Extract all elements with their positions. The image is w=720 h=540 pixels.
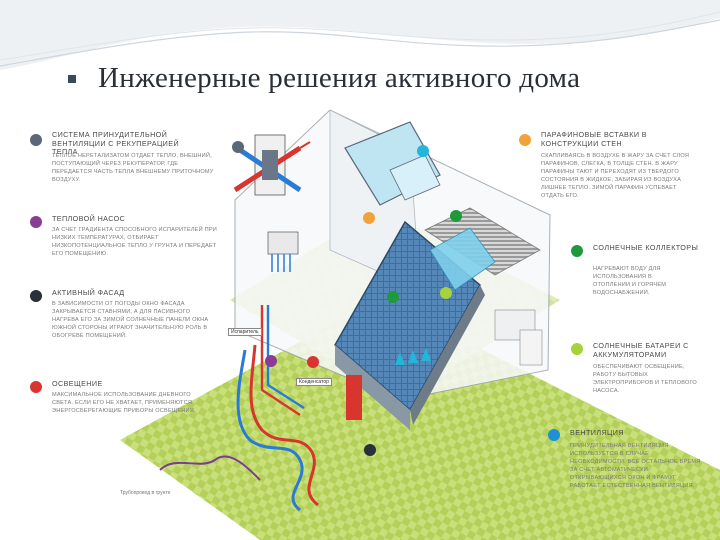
marker-collector [450, 210, 462, 222]
evaporator-label: Испаритель [228, 328, 262, 336]
heat-pump-device [267, 231, 299, 272]
facade-heater [346, 375, 362, 420]
ceiling-lamps [395, 348, 431, 365]
legend-text-heat-pump: За счет градиента способного испарителей… [52, 227, 217, 257]
legend-dot-ventilation [30, 134, 42, 146]
marker-active-facade [364, 444, 376, 456]
marker-lighting [307, 356, 319, 368]
legend-text-active-facade: В зависимости от погоды окно фасада закр… [52, 301, 209, 339]
legend-dot-paraffin [519, 134, 531, 146]
title-row: Инженерные решения активного дома [68, 58, 708, 98]
legend-title-ventilation-natural: Вентиляция [570, 428, 624, 437]
marker-collector-2 [387, 291, 399, 303]
legend-title-lighting: Освещение [52, 379, 103, 388]
heating-pipes [159, 305, 319, 512]
legend-dot-lighting [30, 381, 42, 393]
heat-recovery-unit [233, 134, 311, 196]
legend-dot-heat-pump [30, 216, 42, 228]
legend-text-ventilation: Теплое неретализатом отдает тепло, внешн… [52, 153, 214, 183]
legend-dot-collectors [571, 245, 583, 257]
legend-title-collectors: Солнечные коллекторы [593, 243, 699, 252]
legend-text-collectors: Нагревают воду для использования в отопл… [593, 266, 667, 296]
legend-text-lighting: Максимальное использование дневного свет… [52, 392, 196, 414]
marker-skylight [417, 145, 429, 157]
condenser-label: Конденсатор [296, 378, 332, 386]
legend-title-ventilation: Система принудительной вентиляции с реку… [52, 130, 180, 157]
legend-dot-ventilation-natural [548, 429, 560, 441]
slide-title: Инженерные решения активного дома [98, 61, 581, 94]
panel-edge [335, 345, 410, 430]
legend-title-active-facade: Активный фасад [52, 288, 125, 297]
legend-dot-solar-batteries [571, 343, 583, 355]
marker-solar-battery [440, 287, 452, 299]
legend-dot-active-facade [30, 290, 42, 302]
legend-text-paraffin: Скапливаясь в воздухе в жару за счет сло… [541, 153, 690, 199]
title-bullet [68, 75, 76, 83]
legend-title-paraffin: Парафиновые вставки в конструкции стен [541, 130, 647, 148]
marker-heat-pump [265, 355, 277, 367]
marker-paraffin [363, 212, 375, 224]
legend-text-ventilation-natural: Принудительная вентиляция используется в… [570, 443, 701, 489]
legend-text-solar-batteries: Обеспечивают освещение, работу бытовых э… [593, 364, 697, 394]
header-wave-decoration [0, 0, 720, 70]
legend-title-solar-batteries: Солнечные батареи с аккумуляторами [593, 341, 689, 359]
ground-loop-label: Трубопровод в грунте [118, 490, 173, 496]
marker-ventilation-recuperation [232, 141, 244, 153]
legend-title-heat-pump: Тепловой насос [52, 214, 126, 223]
